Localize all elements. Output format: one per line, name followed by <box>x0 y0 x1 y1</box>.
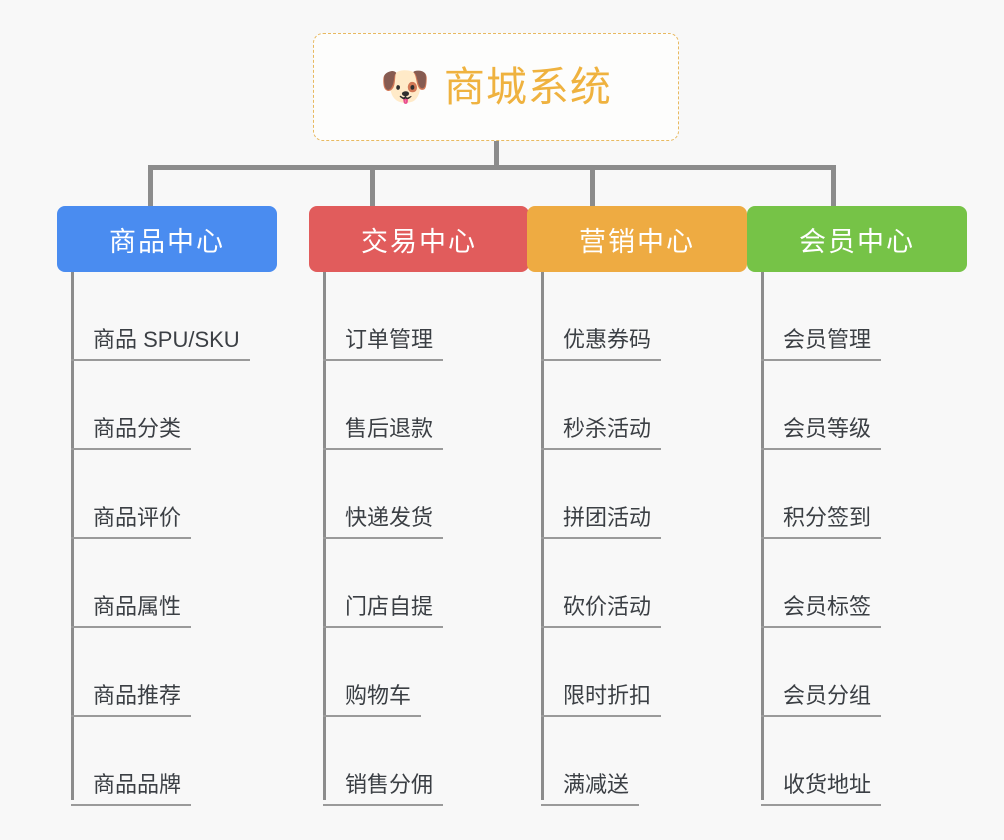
leaf-item-label: 商品 SPU/SKU <box>71 327 250 361</box>
leaf-item-label: 购物车 <box>323 683 422 717</box>
leaf-item-label: 商品分类 <box>71 416 192 450</box>
branch-items-2: 优惠券码秒杀活动拼团活动砍价活动限时折扣满减送 <box>527 272 747 806</box>
leaf-item[interactable]: 商品属性 <box>57 539 277 628</box>
branch-column-marketing: 营销中心优惠券码秒杀活动拼团活动砍价活动限时折扣满减送 <box>527 206 747 806</box>
branch-items-3: 会员管理会员等级积分签到会员标签会员分组收货地址 <box>747 272 967 806</box>
leaf-item-label: 限时折扣 <box>541 683 662 717</box>
branch-header-label: 交易中心 <box>361 226 477 257</box>
leaf-item[interactable]: 购物车 <box>309 628 529 717</box>
leaf-item-label: 商品品牌 <box>71 772 192 806</box>
leaf-item-label: 会员等级 <box>761 416 882 450</box>
leaf-item[interactable]: 售后退款 <box>309 361 529 450</box>
branch-spine-connector <box>541 272 544 800</box>
leaf-item[interactable]: 优惠券码 <box>527 272 747 361</box>
branch-drop-connector-3 <box>831 165 836 207</box>
branch-spine-connector <box>71 272 74 800</box>
branch-header-label: 会员中心 <box>799 226 915 257</box>
leaf-item[interactable]: 商品推荐 <box>57 628 277 717</box>
leaf-item[interactable]: 快递发货 <box>309 450 529 539</box>
leaf-item[interactable]: 砍价活动 <box>527 539 747 628</box>
leaf-item[interactable]: 拼团活动 <box>527 450 747 539</box>
branch-column-trade: 交易中心订单管理售后退款快递发货门店自提购物车销售分佣 <box>309 206 529 806</box>
branch-column-member: 会员中心会员管理会员等级积分签到会员标签会员分组收货地址 <box>747 206 967 806</box>
leaf-item[interactable]: 会员管理 <box>747 272 967 361</box>
leaf-item-label: 会员分组 <box>761 683 882 717</box>
leaf-item[interactable]: 会员标签 <box>747 539 967 628</box>
branch-items-0: 商品 SPU/SKU 商品分类商品评价商品属性商品推荐商品品牌 <box>57 272 277 806</box>
leaf-item[interactable]: 订单管理 <box>309 272 529 361</box>
branch-header-1[interactable]: 交易中心 <box>309 206 529 272</box>
leaf-item-label: 会员标签 <box>761 594 882 628</box>
leaf-item[interactable]: 商品品牌 <box>57 717 277 806</box>
leaf-item[interactable]: 满减送 <box>527 717 747 806</box>
branch-header-3[interactable]: 会员中心 <box>747 206 967 272</box>
leaf-item-label: 砍价活动 <box>541 594 662 628</box>
leaf-item-label: 满减送 <box>541 772 640 806</box>
leaf-item-label: 商品推荐 <box>71 683 192 717</box>
leaf-item-label: 快递发货 <box>323 505 444 539</box>
branch-spine-connector <box>761 272 764 800</box>
root-node[interactable]: 🐶 商城系统 <box>313 33 679 141</box>
leaf-item[interactable]: 收货地址 <box>747 717 967 806</box>
shiba-dog-face-icon: 🐶 <box>380 65 430 109</box>
branch-horizontal-connector <box>148 165 836 170</box>
branch-spine-connector <box>323 272 326 800</box>
branch-column-product: 商品中心商品 SPU/SKU 商品分类商品评价商品属性商品推荐商品品牌 <box>57 206 277 806</box>
leaf-item-label: 售后退款 <box>323 416 444 450</box>
leaf-item[interactable]: 会员等级 <box>747 361 967 450</box>
branch-drop-connector-2 <box>590 165 595 207</box>
branch-drop-connector-1 <box>370 165 375 207</box>
leaf-item[interactable]: 会员分组 <box>747 628 967 717</box>
leaf-item-label: 会员管理 <box>761 327 882 361</box>
leaf-item-label: 秒杀活动 <box>541 416 662 450</box>
leaf-item[interactable]: 限时折扣 <box>527 628 747 717</box>
leaf-item[interactable]: 商品 SPU/SKU <box>57 272 277 361</box>
root-stem-connector <box>494 141 499 169</box>
leaf-item[interactable]: 秒杀活动 <box>527 361 747 450</box>
branch-drop-connector-0 <box>148 165 153 207</box>
leaf-item[interactable]: 积分签到 <box>747 450 967 539</box>
branch-items-1: 订单管理售后退款快递发货门店自提购物车销售分佣 <box>309 272 529 806</box>
root-title: 商城系统 <box>443 63 612 110</box>
branch-header-label: 商品中心 <box>109 226 225 257</box>
leaf-item-label: 门店自提 <box>323 594 444 628</box>
leaf-item-label: 拼团活动 <box>541 505 662 539</box>
leaf-item[interactable]: 商品分类 <box>57 361 277 450</box>
leaf-item-label: 积分签到 <box>761 505 882 539</box>
leaf-item-label: 优惠券码 <box>541 327 662 361</box>
leaf-item-label: 销售分佣 <box>323 772 444 806</box>
leaf-item-label: 商品属性 <box>71 594 192 628</box>
leaf-item-label: 订单管理 <box>323 327 444 361</box>
branch-header-0[interactable]: 商品中心 <box>57 206 277 272</box>
leaf-item[interactable]: 销售分佣 <box>309 717 529 806</box>
leaf-item-label: 商品评价 <box>71 505 192 539</box>
leaf-item[interactable]: 门店自提 <box>309 539 529 628</box>
leaf-item-label: 收货地址 <box>761 772 882 806</box>
branch-header-label: 营销中心 <box>579 226 695 257</box>
branch-header-2[interactable]: 营销中心 <box>527 206 747 272</box>
leaf-item[interactable]: 商品评价 <box>57 450 277 539</box>
